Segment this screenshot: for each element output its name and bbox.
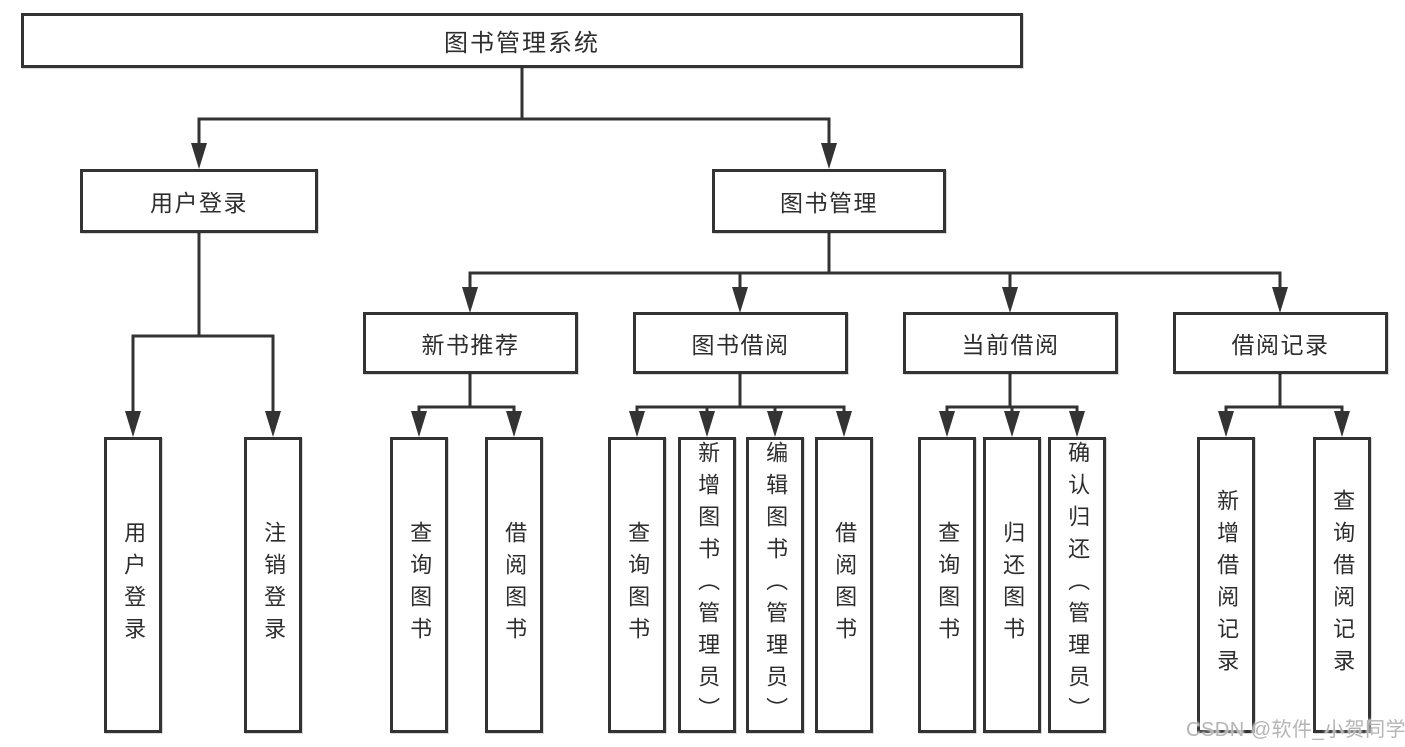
node-user-login: 用户登录 bbox=[104, 437, 162, 733]
csdn-watermark: CSDN @软件_小贺同学 bbox=[1186, 719, 1405, 741]
node-current-borrowing: 当前借阅 bbox=[903, 312, 1118, 374]
node-bb-add-books-admin: 新增图书（管理员） bbox=[678, 437, 736, 733]
node-label: 用户登录 bbox=[150, 190, 248, 216]
node-label: 新书推荐 bbox=[421, 332, 520, 358]
node-label: 图书管理 bbox=[780, 190, 878, 216]
node-nb-query-books: 查询图书 bbox=[390, 437, 448, 733]
node-bb-borrow-books: 借阅图书 bbox=[815, 437, 873, 733]
node-user-login-group: 用户登录 bbox=[80, 169, 318, 233]
node-br-query-record: 查询借阅记录 bbox=[1313, 437, 1371, 733]
node-label: 编辑图书（管理员） bbox=[763, 441, 789, 729]
node-book-management-system: 图书管理系统 bbox=[21, 13, 1023, 68]
node-bb-edit-books-admin: 编辑图书（管理员） bbox=[746, 437, 804, 733]
node-cb-confirm-return-admin: 确认归还（管理员） bbox=[1048, 437, 1106, 733]
node-cb-query-books: 查询图书 bbox=[918, 437, 976, 733]
node-label: 图书借阅 bbox=[691, 332, 790, 358]
node-cb-return-books: 归还图书 bbox=[983, 437, 1041, 733]
node-label: 查询图书 bbox=[625, 521, 651, 649]
node-label: 归还图书 bbox=[1000, 521, 1026, 649]
node-label: 新增借阅记录 bbox=[1214, 489, 1240, 681]
node-borrowing-records: 借阅记录 bbox=[1173, 312, 1388, 374]
node-book-management: 图书管理 bbox=[712, 169, 946, 233]
node-new-book-recommend: 新书推荐 bbox=[363, 312, 578, 374]
node-logout: 注销登录 bbox=[244, 437, 302, 733]
node-label: 查询图书 bbox=[935, 521, 961, 649]
node-label: 当前借阅 bbox=[961, 332, 1060, 358]
node-label: 查询借阅记录 bbox=[1330, 489, 1356, 681]
node-label: 图书管理系统 bbox=[444, 30, 600, 57]
node-label: 借阅图书 bbox=[502, 521, 528, 649]
node-br-add-record: 新增借阅记录 bbox=[1197, 437, 1255, 733]
node-label: 注销登录 bbox=[261, 521, 287, 649]
node-book-borrowing: 图书借阅 bbox=[633, 312, 848, 374]
node-label: 借阅记录 bbox=[1231, 332, 1330, 358]
node-label: 确认归还（管理员） bbox=[1065, 441, 1091, 729]
node-nb-borrow-books: 借阅图书 bbox=[485, 437, 543, 733]
node-label: 新增图书（管理员） bbox=[695, 441, 721, 729]
node-label: 用户登录 bbox=[121, 521, 147, 649]
node-label: 借阅图书 bbox=[832, 521, 858, 649]
node-bb-query-books: 查询图书 bbox=[608, 437, 666, 733]
node-label: 查询图书 bbox=[407, 521, 433, 649]
